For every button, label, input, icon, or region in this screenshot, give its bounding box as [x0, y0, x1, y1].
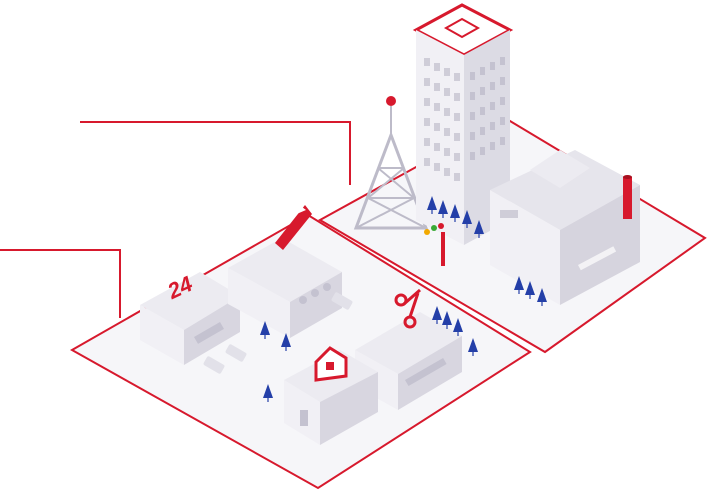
shirt-icon [275, 204, 312, 250]
parked-cars [203, 292, 353, 374]
scissors-icon [394, 288, 421, 329]
house-icon [314, 346, 348, 382]
lamp-post [424, 223, 445, 266]
smokestack-icon [623, 175, 632, 219]
callout-line-upper [80, 121, 351, 185]
callout-line-lower [0, 249, 121, 318]
skyscraper-icon [412, 3, 514, 245]
radio-tower-icon [353, 96, 429, 230]
factory-icon [490, 150, 640, 305]
building-24 [140, 272, 240, 365]
laundry-building [228, 238, 342, 338]
residential-plot [69, 213, 532, 490]
